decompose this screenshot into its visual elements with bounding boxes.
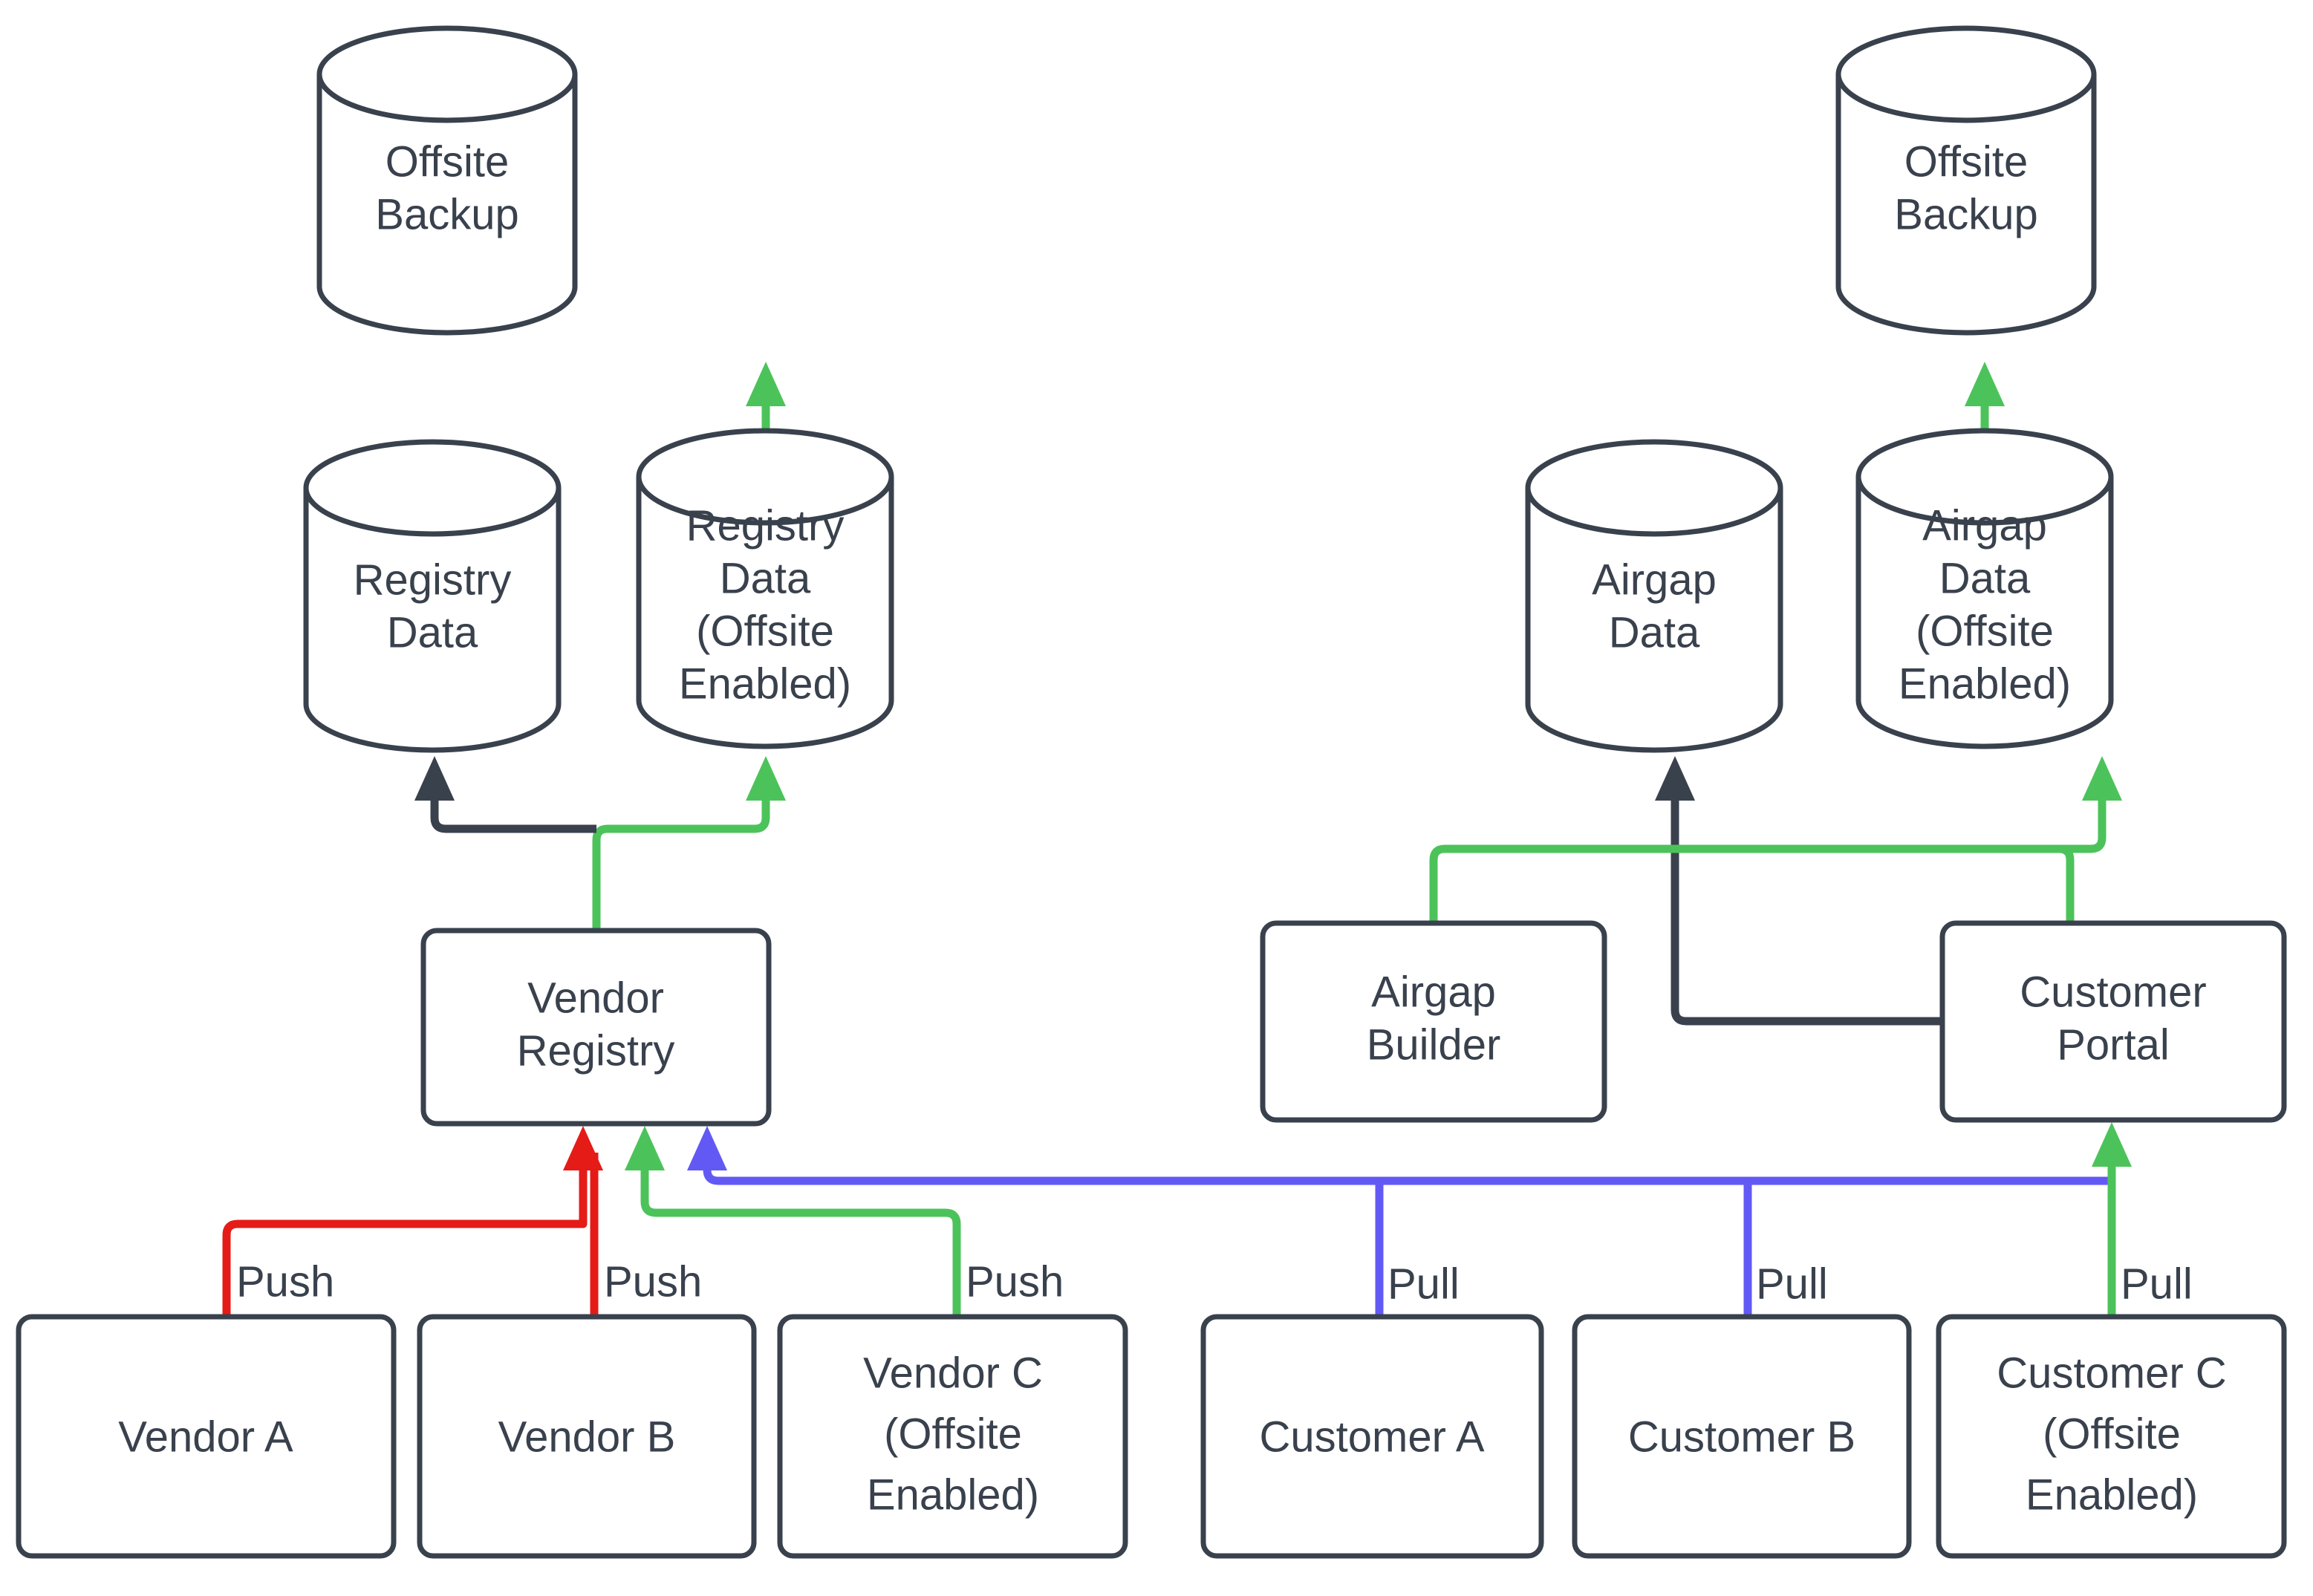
edge-label-vendor-a-push: Push (236, 1257, 334, 1306)
node-label: Offsite (386, 137, 510, 186)
node-label: Offsite (1904, 137, 2029, 186)
node-label: (Offsite (2043, 1410, 2181, 1458)
node-customer-c[interactable]: Customer C (Offsite Enabled) (1936, 1314, 2287, 1559)
node-registry-data-offsite[interactable]: Registry Data (Offsite Enabled) (636, 428, 894, 749)
node-label: Customer (2020, 968, 2206, 1016)
arrowhead (2082, 756, 2122, 801)
arrowhead (625, 1126, 665, 1170)
node-vendor-a[interactable]: Vendor A (16, 1314, 397, 1559)
node-label: Vendor B (498, 1413, 676, 1461)
arrowhead (746, 362, 786, 406)
node-label: Backup (375, 190, 518, 238)
node-registry-data[interactable]: Registry Data (303, 439, 562, 753)
node-label: Data (1609, 608, 1700, 657)
node-label: Registry (354, 556, 512, 604)
node-airgap-builder[interactable]: Airgap Builder (1260, 920, 1607, 1123)
node-label: Portal (2057, 1020, 2170, 1069)
node-airgap-data[interactable]: Airgap Data (1525, 439, 1783, 753)
node-customer-b[interactable]: Customer B (1572, 1314, 1912, 1559)
node-customer-a[interactable]: Customer A (1200, 1314, 1544, 1559)
edge-registry-writes (414, 756, 786, 931)
arrowhead (687, 1126, 727, 1170)
node-label: Builder (1367, 1020, 1501, 1069)
node-airgap-data-offsite[interactable]: Airgap Data (Offsite Enabled) (1855, 428, 2114, 749)
node-label: Enabled) (679, 659, 851, 708)
node-label: (Offsite (696, 607, 834, 655)
node-label: Registry (517, 1026, 675, 1075)
arrowhead (414, 756, 455, 801)
edge-airgap-offsite-backup (1965, 362, 2005, 431)
node-label: Data (1939, 554, 2031, 602)
node-label: Enabled) (867, 1470, 1039, 1519)
node-label: Airgap (1922, 501, 2047, 550)
edge-customer-a-pull (687, 1126, 1384, 1317)
edge-customer-portal-offsite (1783, 844, 2075, 923)
node-label: Vendor C (863, 1349, 1043, 1397)
arrowhead (746, 756, 786, 801)
node-label: Vendor A (118, 1413, 293, 1461)
arrowhead (2092, 1122, 2132, 1167)
arrowhead (1655, 756, 1695, 801)
node-label: Enabled) (2026, 1470, 2198, 1519)
edge-airgap-builder-offsite (1429, 756, 2122, 923)
edge-label-vendor-c-push: Push (966, 1257, 1064, 1306)
edge-label-customer-a-pull: Pull (1388, 1260, 1460, 1308)
node-label: Customer B (1628, 1413, 1855, 1461)
node-customer-portal[interactable]: Customer Portal (1939, 920, 2287, 1123)
arrowhead (1965, 362, 2005, 406)
node-label: Enabled) (1899, 659, 2071, 708)
node-label: (Offsite (1916, 607, 2054, 655)
edge-customer-c-pull (2092, 1122, 2132, 1317)
node-vendor-c[interactable]: Vendor C (Offsite Enabled) (777, 1314, 1128, 1559)
node-offsite-backup-right[interactable]: Offsite Backup (1835, 25, 2097, 336)
node-label: (Offsite (884, 1410, 1022, 1458)
node-label: Customer C (1997, 1349, 2226, 1397)
edge-label-customer-c-pull: Pull (2121, 1260, 2193, 1308)
edge-label-vendor-b-push: Push (604, 1257, 702, 1306)
node-label: Airgap (1371, 968, 1496, 1016)
node-label: Registry (686, 501, 845, 550)
edge-airgap-data-write (1655, 756, 1942, 1026)
node-label: Backup (1894, 190, 2037, 238)
edge-label-customer-b-pull: Pull (1756, 1260, 1828, 1308)
edge-vendor-c-push (625, 1126, 961, 1317)
edge-registry-offsite-backup (746, 362, 786, 431)
node-vendor-b[interactable]: Vendor B (417, 1314, 757, 1559)
node-vendor-registry[interactable]: Vendor Registry (420, 928, 772, 1127)
edge-labels: Push Push Push Pull Pull Pull (236, 1257, 2193, 1308)
node-label: Airgap (1592, 556, 1717, 604)
node-offsite-backup-left[interactable]: Offsite Backup (316, 25, 578, 336)
node-label: Customer A (1260, 1413, 1485, 1461)
node-label: Data (720, 554, 811, 602)
node-label: Vendor (527, 974, 664, 1022)
node-label: Data (387, 608, 478, 657)
